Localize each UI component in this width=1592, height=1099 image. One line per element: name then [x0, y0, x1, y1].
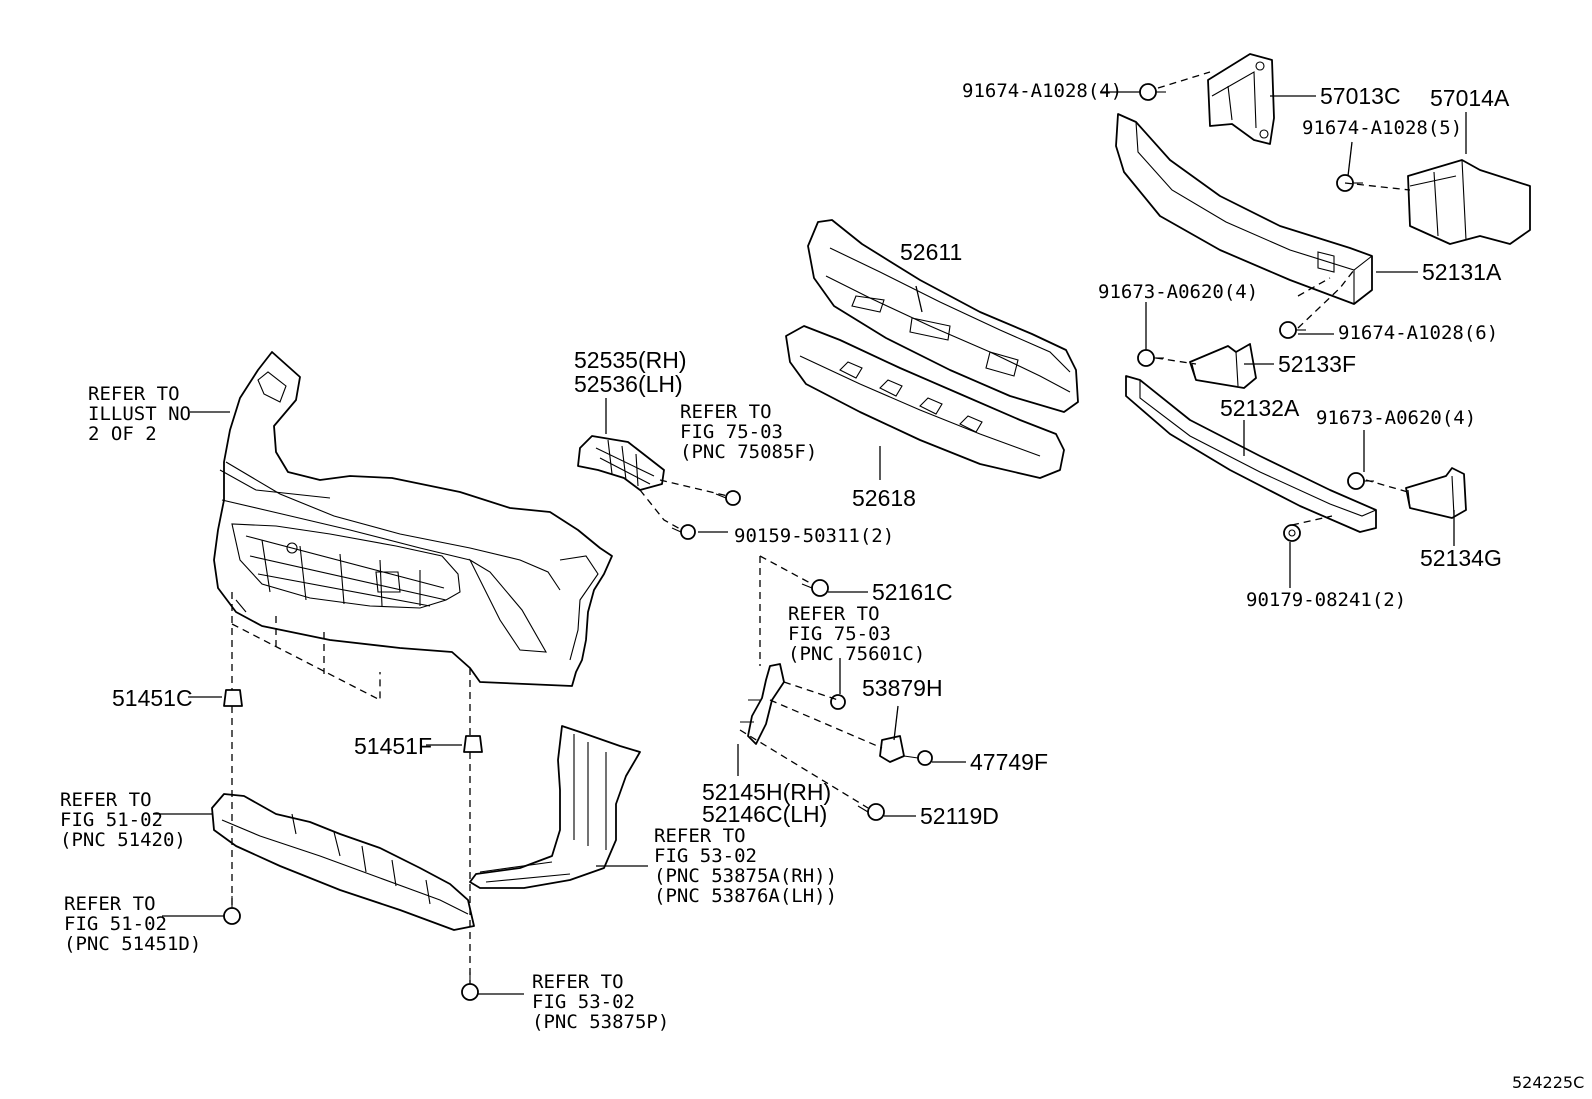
figure-code: 524225C [1512, 1073, 1584, 1092]
bolt-icon [461, 972, 479, 1001]
ref-75601c-line3: (PNC 75601C) [788, 643, 925, 665]
ref-53875p-line1: REFER TO [532, 971, 624, 993]
ref-illust-line3: 2 OF 2 [88, 423, 157, 445]
nut-icon [1283, 524, 1301, 542]
ref-75085f-line2: FIG 75-03 [680, 421, 783, 443]
ref-53875a-line1: REFER TO [654, 825, 746, 847]
engine-under-cover-drawing [211, 793, 475, 931]
part-52131a: 52131A [1422, 259, 1502, 285]
bolt-icon [1336, 174, 1363, 192]
part-57014a: 57014A [1430, 85, 1510, 111]
ref-75085f-line3: (PNC 75085F) [680, 441, 817, 463]
ref-illust-line2: ILLUST NO [88, 403, 191, 425]
bracket-52133f-drawing [1189, 343, 1257, 389]
ref-51420-line2: FIG 51-02 [60, 809, 163, 831]
clip-icon [223, 689, 243, 707]
part-91673-mid: 91673-A0620(4) [1316, 407, 1476, 429]
part-52133f: 52133F [1278, 351, 1356, 377]
part-52145h: 52145H(RH) [702, 779, 831, 805]
energy-absorber-52618-drawing [785, 325, 1065, 479]
part-52535: 52535(RH) [574, 347, 687, 373]
ref-75601c-line2: FIG 75-03 [788, 623, 891, 645]
clip-icon [801, 579, 829, 597]
part-52119d: 52119D [920, 803, 999, 829]
ref-53875a-line2: FIG 53-02 [654, 845, 757, 867]
ref-illust-line1: REFER TO [88, 383, 180, 405]
clip-icon [715, 490, 741, 506]
clip-icon [463, 735, 483, 753]
bracket-57013c-drawing [1207, 53, 1275, 145]
part-52618: 52618 [852, 485, 916, 511]
part-57013c: 57013C [1320, 83, 1401, 109]
part-51451f: 51451F [354, 733, 432, 759]
part-91674-6: 91674-A1028(6) [1338, 322, 1498, 344]
part-91673-top: 91673-A0620(4) [1098, 281, 1258, 303]
ref-51451d-line3: (PNC 51451D) [64, 933, 201, 955]
ref-53875p-line2: FIG 53-02 [532, 991, 635, 1013]
clip-icon [830, 694, 846, 710]
ref-51451d-line2: FIG 51-02 [64, 913, 167, 935]
part-90179: 90179-08241(2) [1246, 589, 1406, 611]
ref-51420-line3: (PNC 51420) [60, 829, 186, 851]
part-90159: 90159-50311(2) [734, 525, 894, 547]
ref-53875a-line3: (PNC 53875A(RH)) [654, 865, 837, 887]
part-52161c: 52161C [872, 579, 953, 605]
ref-53875a-line4: (PNC 53876A(LH)) [654, 885, 837, 907]
ref-53875p-line3: (PNC 53875P) [532, 1011, 669, 1033]
bolt-icon [857, 803, 885, 821]
sensor-bracket-drawing [740, 663, 785, 745]
lower-reinforcement-drawing [1125, 375, 1377, 533]
fender-liner-drawing [469, 725, 641, 889]
bolt-icon [1279, 321, 1306, 339]
part-51451c: 51451C [112, 685, 193, 711]
ref-75085f-line1: REFER TO [680, 401, 772, 423]
bumper-cover-drawing [213, 351, 613, 687]
screw-icon [903, 750, 933, 766]
bumper-upper-bracket-drawing [577, 435, 665, 491]
ref-51420-line1: REFER TO [60, 789, 152, 811]
part-52146c: 52146C(LH) [702, 801, 827, 827]
bracket-52134g-drawing [1405, 467, 1467, 519]
part-91674-5: 91674-A1028(5) [1302, 117, 1462, 139]
leader-lines [154, 91, 1467, 995]
ref-75601c-line1: REFER TO [788, 603, 880, 625]
screw-icon [671, 524, 696, 540]
part-52132a: 52132A [1220, 395, 1300, 421]
part-53879h: 53879H [862, 675, 943, 701]
retainer-53879h-drawing [879, 735, 905, 763]
part-52536: 52536(LH) [574, 371, 683, 397]
bracket-57014a-drawing [1407, 159, 1531, 245]
assembly-dashed-lines [231, 71, 1411, 984]
bumper-reinforcement-drawing [1115, 113, 1373, 305]
part-labels: REFER TO ILLUST NO 2 OF 2 52535(RH) 5253… [60, 80, 1584, 1092]
energy-absorber-52611-drawing [807, 219, 1079, 413]
ref-51451d-line1: REFER TO [64, 893, 156, 915]
part-91674-top: 91674-A1028(4) [962, 80, 1122, 102]
part-52134g: 52134G [1420, 545, 1502, 571]
part-52611: 52611 [900, 239, 962, 265]
part-47749f: 47749F [970, 749, 1048, 775]
